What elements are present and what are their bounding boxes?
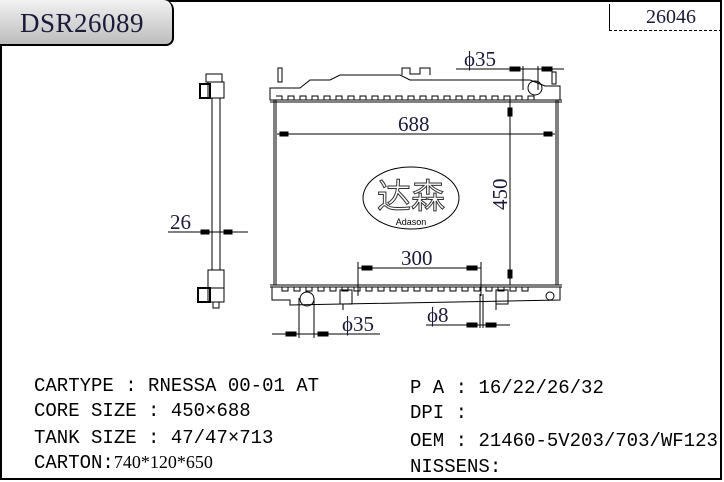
outlet-diameter-dimension: ϕ35 <box>342 312 374 336</box>
side-view <box>168 73 248 309</box>
spec-core-size: CORE SIZE : 450×688 <box>34 400 251 422</box>
pin-diameter-dimension: ϕ8 <box>427 303 449 327</box>
mount-spacing-dimension: 300 <box>401 246 433 270</box>
spec-cartype: CARTYPE : RNESSA 00-01 AT <box>34 375 320 397</box>
spec-tank-size: TANK SIZE : 47/47×713 <box>34 427 274 449</box>
spec-pa: P A : 16/22/26/32 <box>410 377 604 399</box>
spec-oem: OEM : 21460-5V203/703/WF123 <box>410 430 718 452</box>
reference-number: 26046 <box>646 6 696 28</box>
spec-carton: CARTON:740*120*650 <box>34 452 213 474</box>
part-number-tab: DSR26089 <box>0 0 174 46</box>
inlet-diameter-dimension: ϕ35 <box>464 47 496 71</box>
core-width-dimension: 688 <box>398 112 430 136</box>
adason-logo: 达森 Adason <box>362 166 460 230</box>
spec-nissens: NISSENS: <box>410 456 502 478</box>
part-number: DSR26089 <box>20 8 145 38</box>
spec-dpi: DPI : <box>410 402 479 424</box>
front-view <box>269 66 564 338</box>
core-height-dimension: 450 <box>488 179 512 211</box>
logo-english: Adason <box>396 217 427 227</box>
thickness-dimension: 26 <box>170 210 191 234</box>
reference-number-box: 26046 <box>609 4 722 31</box>
logo-chinese: 达森 <box>377 177 445 217</box>
